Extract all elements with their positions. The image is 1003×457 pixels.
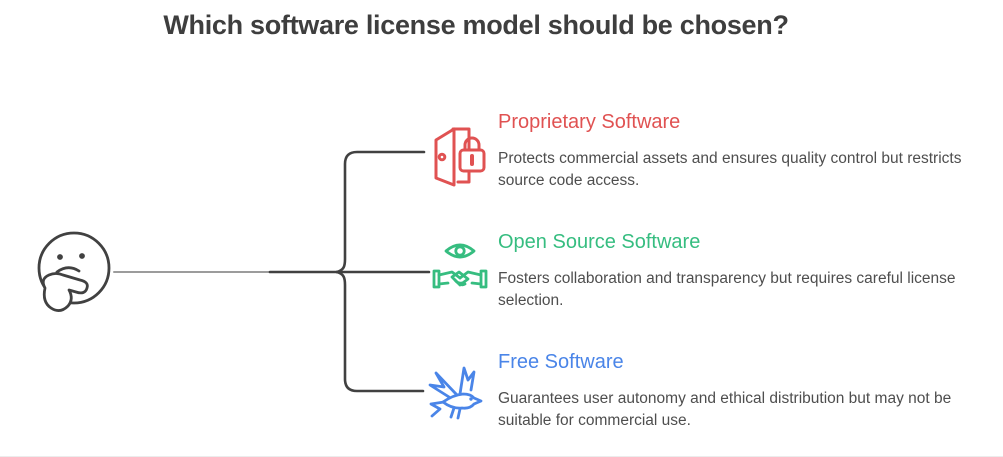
branch-open-source: Open Source Software Fosters collaborati… bbox=[498, 230, 1003, 311]
thinking-face-icon bbox=[32, 228, 116, 322]
branch-free: Free Software Guarantees user autonomy a… bbox=[498, 350, 1003, 431]
door-lock-icon bbox=[427, 121, 487, 189]
branch-proprietary-title: Proprietary Software bbox=[498, 111, 681, 133]
branch-free-description: Guarantees user autonomy and ethical dis… bbox=[498, 390, 952, 429]
page-title: Which software license model should be c… bbox=[163, 10, 789, 40]
branch-free-title: Free Software bbox=[498, 351, 624, 373]
branch-open-source-description: Fosters collaboration and transparency b… bbox=[498, 270, 956, 309]
eye-handshake-icon bbox=[430, 237, 490, 301]
branch-proprietary-description: Protects commercial assets and ensures q… bbox=[498, 150, 962, 189]
branch-proprietary: Proprietary Software Protects commercial… bbox=[498, 110, 1003, 191]
bird-icon bbox=[427, 360, 487, 426]
branch-open-source-title: Open Source Software bbox=[498, 231, 701, 253]
